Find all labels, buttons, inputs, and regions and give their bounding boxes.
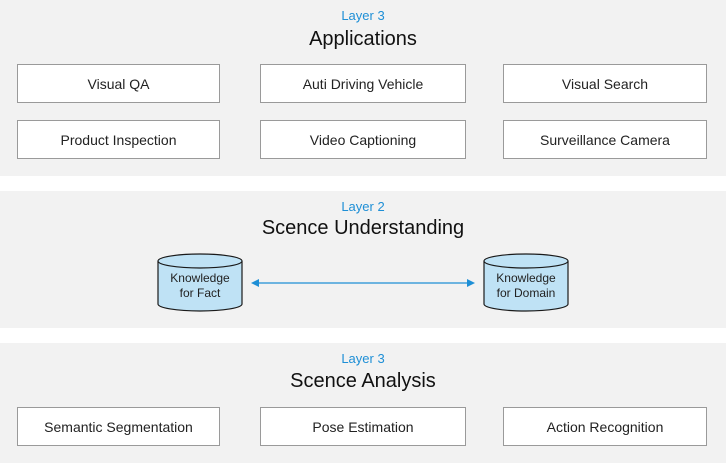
analysis-box-action-recognition: Action Recognition	[503, 407, 707, 446]
layer-title: Scence Understanding	[261, 217, 465, 239]
analysis-box-semantic-segmentation: Semantic Segmentation	[17, 407, 220, 446]
layer-label: Layer 3	[341, 351, 385, 366]
applications-layer: Layer 3 Applications Visual QA Auti Driv…	[0, 0, 726, 176]
cylinder-label: Knowledge for Fact	[157, 271, 243, 301]
application-box-surveillance-camera: Surveillance Camera	[503, 120, 707, 159]
application-box-visual-search: Visual Search	[503, 64, 707, 103]
application-box-product-inspection: Product Inspection	[17, 120, 220, 159]
knowledge-for-domain-cylinder: Knowledge for Domain	[483, 253, 569, 313]
layer-title: Scence Analysis	[290, 370, 436, 392]
application-box-visual-qa: Visual QA	[17, 64, 220, 103]
layer-title: Applications	[309, 28, 417, 50]
scene-analysis-layer: Layer 3 Scence Analysis Semantic Segment…	[0, 343, 726, 463]
application-box-auti-driving-vehicle: Auti Driving Vehicle	[260, 64, 466, 103]
database-cylinder-icon	[157, 253, 243, 312]
application-box-video-captioning: Video Captioning	[260, 120, 466, 159]
layer-label: Layer 3	[341, 8, 385, 23]
scene-understanding-layer: Layer 2 Scence Understanding	[0, 191, 726, 328]
knowledge-for-fact-cylinder: Knowledge for Fact	[157, 253, 243, 313]
bidirectional-arrow-icon	[251, 279, 475, 287]
layer-label: Layer 2	[341, 199, 385, 214]
cylinder-label-line-1: Knowledge	[170, 271, 230, 285]
cylinder-label: Knowledge for Domain	[483, 271, 569, 301]
analysis-box-pose-estimation: Pose Estimation	[260, 407, 466, 446]
cylinder-label-line-2: for Fact	[179, 286, 221, 300]
database-cylinder-icon	[483, 253, 569, 312]
cylinder-label-line-1: Knowledge	[496, 271, 556, 285]
cylinder-label-line-2: for Domain	[496, 286, 556, 300]
